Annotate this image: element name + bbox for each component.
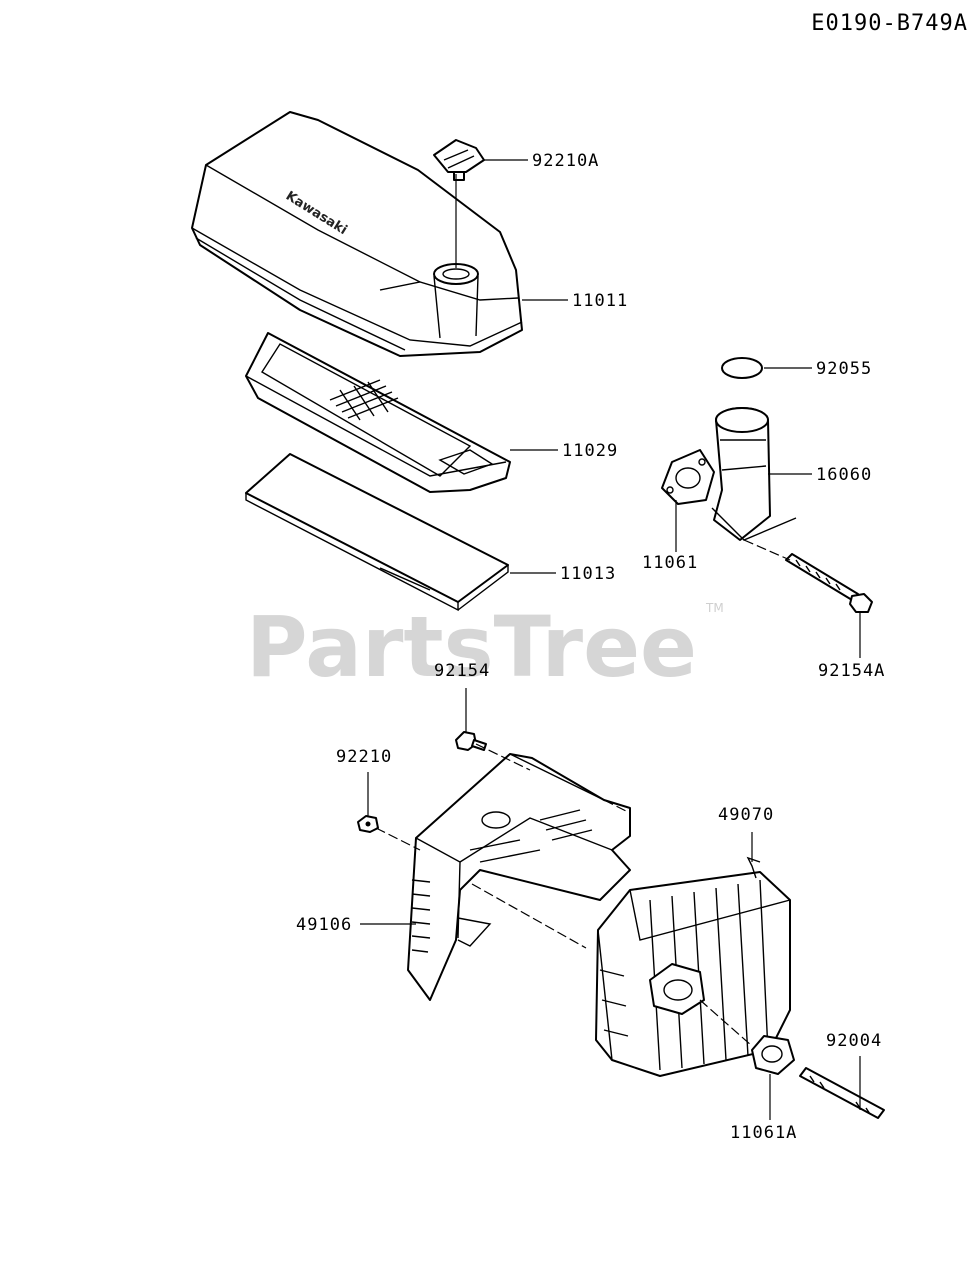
label-11061A: 11061A <box>730 1123 797 1143</box>
elbow-gasket <box>661 449 715 505</box>
label-92055: 92055 <box>816 359 872 379</box>
muffler-nut <box>357 815 379 833</box>
oil-cap <box>433 139 485 181</box>
label-11029: 11029 <box>562 441 618 461</box>
diagram-code: E0190-B749A <box>811 11 968 36</box>
label-92210A: 92210A <box>532 151 599 171</box>
muffler-cover <box>407 753 631 1001</box>
part-labels: 92210A 11011 92055 11029 16060 11061 110… <box>296 151 885 1143</box>
label-49106: 49106 <box>296 915 352 935</box>
intake-elbow <box>711 407 797 541</box>
label-11011: 11011 <box>572 291 628 311</box>
label-92154A: 92154A <box>818 661 885 681</box>
o-ring <box>721 357 763 379</box>
label-11061: 11061 <box>642 553 698 573</box>
air-cleaner-cover: Kawasaki <box>191 111 523 357</box>
muffler-stud <box>799 1067 885 1119</box>
muffler <box>595 856 791 1077</box>
label-92210: 92210 <box>336 747 392 767</box>
leader-lines <box>360 159 861 1120</box>
elbow-bolt <box>785 553 873 613</box>
label-11013: 11013 <box>560 564 616 584</box>
label-49070: 49070 <box>718 805 774 825</box>
label-92004: 92004 <box>826 1031 882 1051</box>
label-92154: 92154 <box>434 661 490 681</box>
watermark-trademark: TM <box>705 601 724 615</box>
air-filter-element <box>245 332 511 493</box>
pre-filter-foam <box>245 453 509 612</box>
muffler-gasket <box>751 1035 795 1075</box>
watermark-logo: PartsTree <box>246 598 697 696</box>
label-16060: 16060 <box>816 465 872 485</box>
